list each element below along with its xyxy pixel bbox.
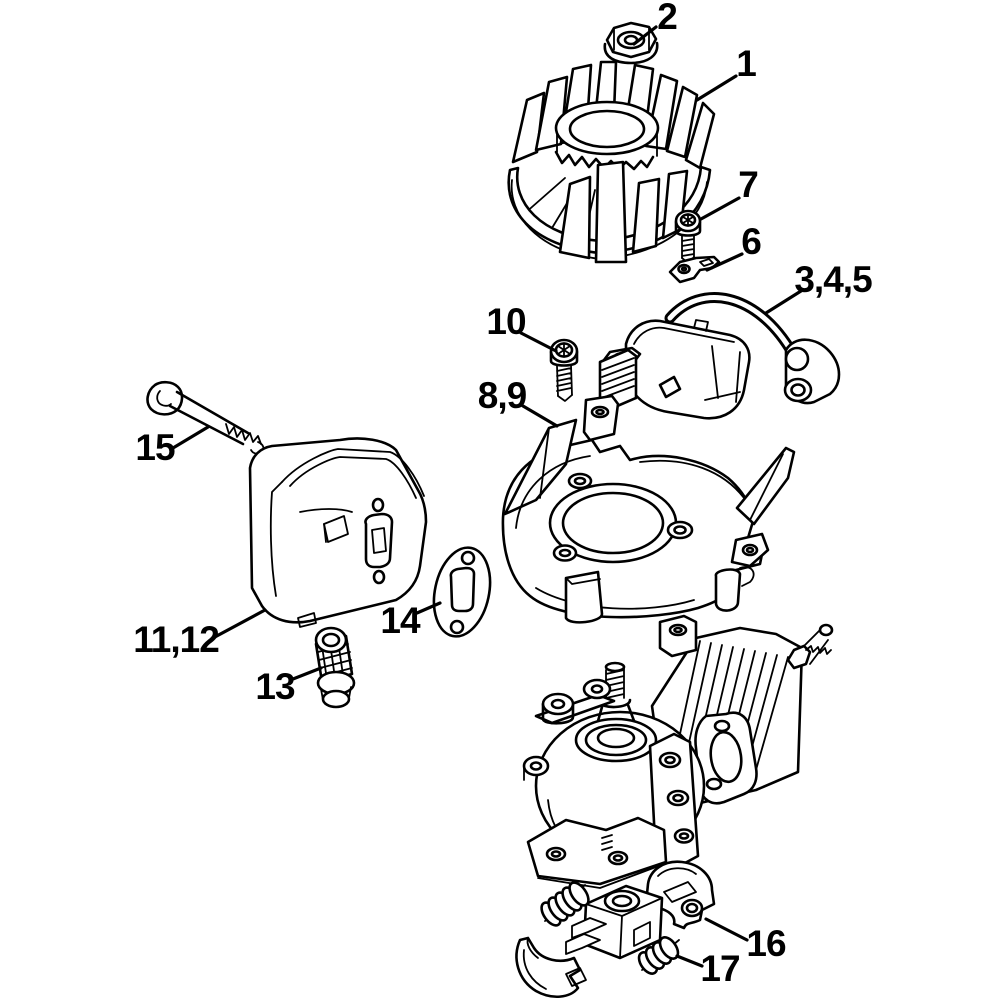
part-fan-housing <box>501 394 796 624</box>
leader-3-4-5 <box>764 289 803 315</box>
part-muffler <box>248 437 428 628</box>
leader-15 <box>171 425 210 450</box>
part-springs <box>540 881 680 975</box>
callout-17: 17 <box>700 948 740 989</box>
leader-2 <box>632 25 658 46</box>
leader-8-9 <box>521 404 559 428</box>
part-screw-10 <box>549 338 579 402</box>
part-bolt <box>146 380 265 455</box>
part-gasket <box>432 546 492 638</box>
leader-1 <box>695 74 738 102</box>
callout-7: 7 <box>738 164 759 205</box>
callout-11-12: 11,12 <box>133 619 220 660</box>
callout-6: 6 <box>741 221 762 262</box>
callout-10: 10 <box>486 301 526 342</box>
callout-15: 15 <box>135 427 175 468</box>
leader-16 <box>704 917 749 942</box>
callout-2: 2 <box>657 0 678 37</box>
leader-14 <box>415 601 442 615</box>
part-cylinder-crankcase <box>522 614 834 889</box>
part-clutch <box>515 860 716 998</box>
leader-17 <box>675 954 704 968</box>
part-spark-arrestor <box>314 626 356 709</box>
leader-10 <box>519 331 558 353</box>
leader-lines <box>171 25 803 968</box>
leader-7 <box>699 196 741 221</box>
leader-13 <box>291 666 323 681</box>
callout-14: 14 <box>380 600 420 641</box>
leader-6 <box>705 252 744 272</box>
callout-8-9: 8,9 <box>477 375 527 416</box>
part-collar-nut <box>603 21 659 65</box>
leader-11-12 <box>211 608 267 640</box>
callout-16: 16 <box>746 923 786 964</box>
callout-3-4-5: 3,4,5 <box>794 259 872 300</box>
callout-13: 13 <box>255 666 295 707</box>
callout-1: 1 <box>736 43 757 84</box>
part-ignition-module <box>598 292 841 420</box>
part-flywheel <box>507 60 716 264</box>
part-screw-7 <box>674 209 702 264</box>
